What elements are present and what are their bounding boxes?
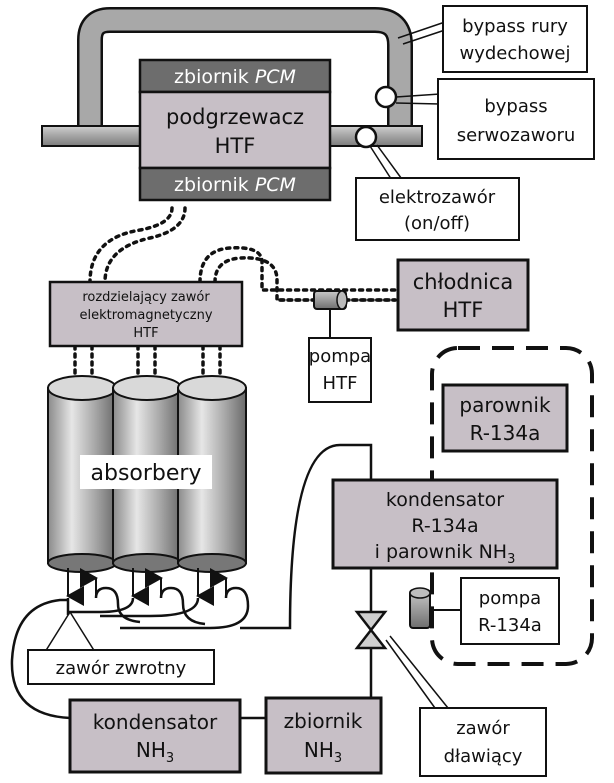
svg-text:R-134a: R-134a bbox=[470, 421, 541, 445]
svg-text:wydechowej: wydechowej bbox=[460, 43, 571, 64]
svg-text:dławiący: dławiący bbox=[444, 746, 523, 767]
svg-text:zbiornik PCM: zbiornik PCM bbox=[174, 174, 296, 196]
svg-text:serwozaworu: serwozaworu bbox=[457, 125, 576, 146]
svg-text:pompa: pompa bbox=[309, 346, 371, 367]
pcm-heater-block: zbiornik PCM podgrzewacz HTF zbiornik PC… bbox=[138, 58, 332, 202]
absorbers-label: absorbery bbox=[91, 461, 202, 486]
servo-bypass-valve-icon bbox=[374, 85, 398, 109]
absorbers: absorbery bbox=[47, 375, 247, 573]
label-solenoid: elektrozawór (on/off) bbox=[355, 177, 520, 241]
label-throttle-valve: zawór dławiący bbox=[419, 707, 547, 777]
svg-text:R-134a: R-134a bbox=[411, 515, 478, 537]
absorbers-label-bg bbox=[80, 455, 212, 489]
label-pump-r134a: pompa R-134a bbox=[460, 577, 560, 645]
label-bypass-exhaust: bypass rury wydechowej bbox=[442, 5, 588, 73]
svg-text:zawór: zawór bbox=[456, 718, 510, 739]
heater-line2: HTF bbox=[215, 134, 256, 158]
svg-text:NH3: NH3 bbox=[136, 738, 174, 766]
evaporator-r134a: parownik R-134a bbox=[441, 383, 569, 453]
svg-text:zawór zwrotny: zawór zwrotny bbox=[56, 658, 187, 679]
htf-distributor-valve: rozdzielający zawór elektromagnetyczny H… bbox=[48, 280, 244, 348]
svg-text:rozdzielający zawór: rozdzielający zawór bbox=[82, 290, 210, 305]
throttle-valve-icon bbox=[354, 610, 388, 650]
svg-text:chłodnica: chłodnica bbox=[413, 270, 514, 294]
svg-text:elektrozawór: elektrozawór bbox=[379, 187, 496, 208]
pcm-tank-top bbox=[138, 58, 332, 94]
refrigerant-loop bbox=[10, 443, 373, 720]
svg-text:i parownik NH3: i parownik NH3 bbox=[375, 541, 516, 567]
htf-dotted-lines bbox=[73, 206, 397, 382]
svg-text:kondensator: kondensator bbox=[386, 489, 504, 511]
label-bypass-servo: bypass serwozaworu bbox=[437, 78, 595, 160]
svg-text:parownik: parownik bbox=[459, 393, 551, 417]
svg-text:kondensator: kondensator bbox=[93, 710, 218, 734]
pcm-top-label: zbiornik bbox=[174, 66, 255, 88]
svg-text:(on/off): (on/off) bbox=[404, 213, 470, 234]
label-pump-htf: pompa HTF bbox=[308, 337, 372, 403]
svg-text:pompa: pompa bbox=[479, 588, 541, 609]
svg-text:R-134a: R-134a bbox=[478, 615, 542, 636]
htf-cooler: chłodnica HTF bbox=[396, 258, 530, 332]
svg-text:NH3: NH3 bbox=[304, 738, 342, 766]
svg-text:bypass: bypass bbox=[484, 96, 547, 117]
solenoid-valve-icon bbox=[354, 125, 378, 149]
tank-nh3: zbiornik NH3 bbox=[264, 696, 383, 775]
svg-text:bypass rury: bypass rury bbox=[462, 16, 568, 37]
r134a-pump-icon bbox=[409, 587, 431, 629]
exhaust-bypass-pipe bbox=[77, 7, 413, 130]
throttle-leaders bbox=[385, 635, 449, 716]
pcm-top-italic: PCM bbox=[255, 66, 296, 88]
svg-text:zbiornik PCM: zbiornik PCM bbox=[174, 66, 296, 88]
label-check-valve: zawór zwrotny bbox=[27, 649, 215, 685]
svg-text:zbiornik: zbiornik bbox=[284, 709, 363, 733]
pcm-bottom-italic: PCM bbox=[255, 174, 296, 196]
svg-text:HTF: HTF bbox=[443, 298, 484, 322]
condenser-nh3: kondensator NH3 bbox=[68, 698, 242, 774]
pcm-tank-bottom bbox=[138, 166, 332, 202]
condenser-r134a-evaporator-nh3: kondensator R-134a i parownik NH3 bbox=[331, 478, 559, 570]
check-valve-leaders bbox=[44, 611, 96, 653]
svg-text:HTF: HTF bbox=[133, 326, 158, 341]
heater-line1: podgrzewacz bbox=[166, 105, 304, 129]
svg-text:elektromagnetyczny: elektromagnetyczny bbox=[79, 308, 212, 323]
svg-text:HTF: HTF bbox=[323, 373, 358, 394]
pcm-bottom-label: zbiornik bbox=[174, 174, 255, 196]
htf-pump-icon bbox=[313, 290, 348, 310]
